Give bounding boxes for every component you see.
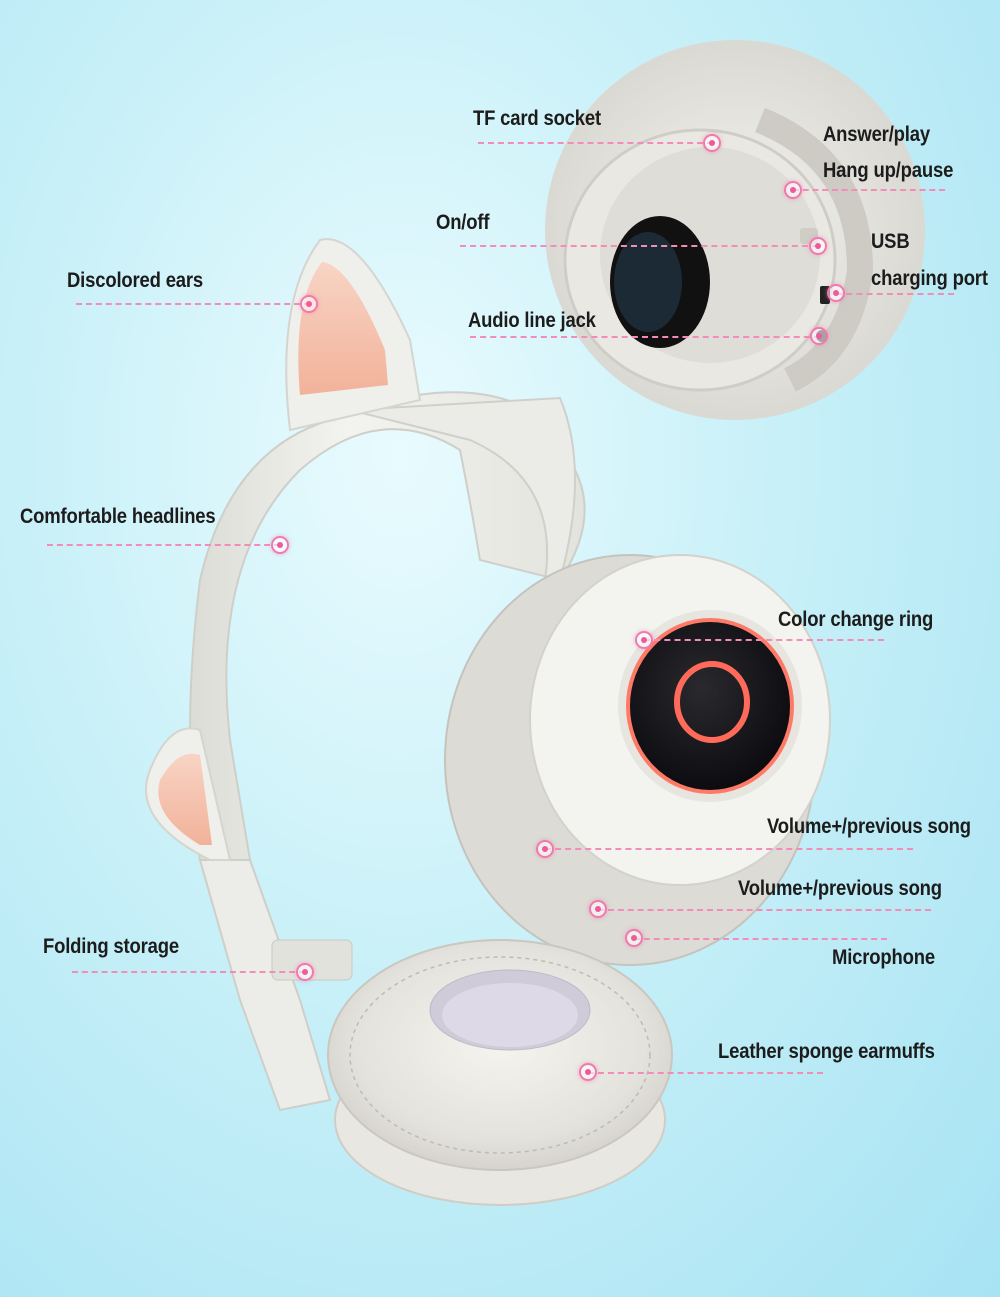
leader-volume-2 bbox=[598, 909, 931, 911]
label-answer-play: Answer/play bbox=[823, 123, 930, 146]
headband bbox=[189, 391, 586, 1112]
leader-volume-1 bbox=[545, 848, 913, 850]
leader-earmuffs bbox=[588, 1072, 823, 1074]
marker-hangup bbox=[784, 181, 802, 199]
label-discolored-ears: Discolored ears bbox=[67, 269, 204, 292]
leader-headlines bbox=[47, 544, 280, 546]
label-charging-port: charging port bbox=[871, 267, 988, 290]
marker-headlines bbox=[271, 536, 289, 554]
label-hangup-pause: Hang up/pause bbox=[823, 159, 954, 182]
leader-ears bbox=[76, 303, 310, 305]
port-closeup-inset bbox=[545, 40, 925, 420]
marker-color-ring bbox=[635, 631, 653, 649]
label-usb: USB bbox=[871, 230, 910, 253]
right-earcup bbox=[444, 554, 831, 966]
leader-audio-jack bbox=[470, 336, 820, 338]
label-tf-card: TF card socket bbox=[473, 107, 601, 130]
label-color-ring: Color change ring bbox=[778, 608, 934, 631]
label-audio-jack: Audio line jack bbox=[468, 309, 596, 332]
leader-usb bbox=[836, 293, 954, 295]
marker-volume-1 bbox=[536, 840, 554, 858]
label-microphone: Microphone bbox=[832, 946, 935, 969]
marker-earmuffs bbox=[579, 1063, 597, 1081]
label-on-off: On/off bbox=[436, 211, 490, 234]
marker-tf-card bbox=[703, 134, 721, 152]
label-volume-2: Volume+/previous song bbox=[738, 877, 942, 900]
marker-folding bbox=[296, 963, 314, 981]
leader-microphone bbox=[634, 938, 887, 940]
leader-color-ring bbox=[644, 639, 884, 641]
leader-hangup bbox=[793, 189, 945, 191]
leader-tf-card bbox=[478, 142, 713, 144]
marker-usb bbox=[827, 284, 845, 302]
leader-on-off bbox=[460, 245, 818, 247]
marker-audio-jack bbox=[810, 327, 828, 345]
leader-folding bbox=[72, 971, 305, 973]
marker-ears bbox=[300, 295, 318, 313]
cat-ears bbox=[145, 238, 422, 861]
marker-on-off bbox=[809, 237, 827, 255]
left-earmuff bbox=[327, 939, 673, 1206]
marker-microphone bbox=[625, 929, 643, 947]
label-folding: Folding storage bbox=[43, 935, 179, 958]
marker-volume-2 bbox=[589, 900, 607, 918]
label-earmuffs: Leather sponge earmuffs bbox=[718, 1040, 935, 1063]
label-volume-1: Volume+/previous song bbox=[767, 815, 971, 838]
label-headlines: Comfortable headlines bbox=[20, 505, 216, 528]
